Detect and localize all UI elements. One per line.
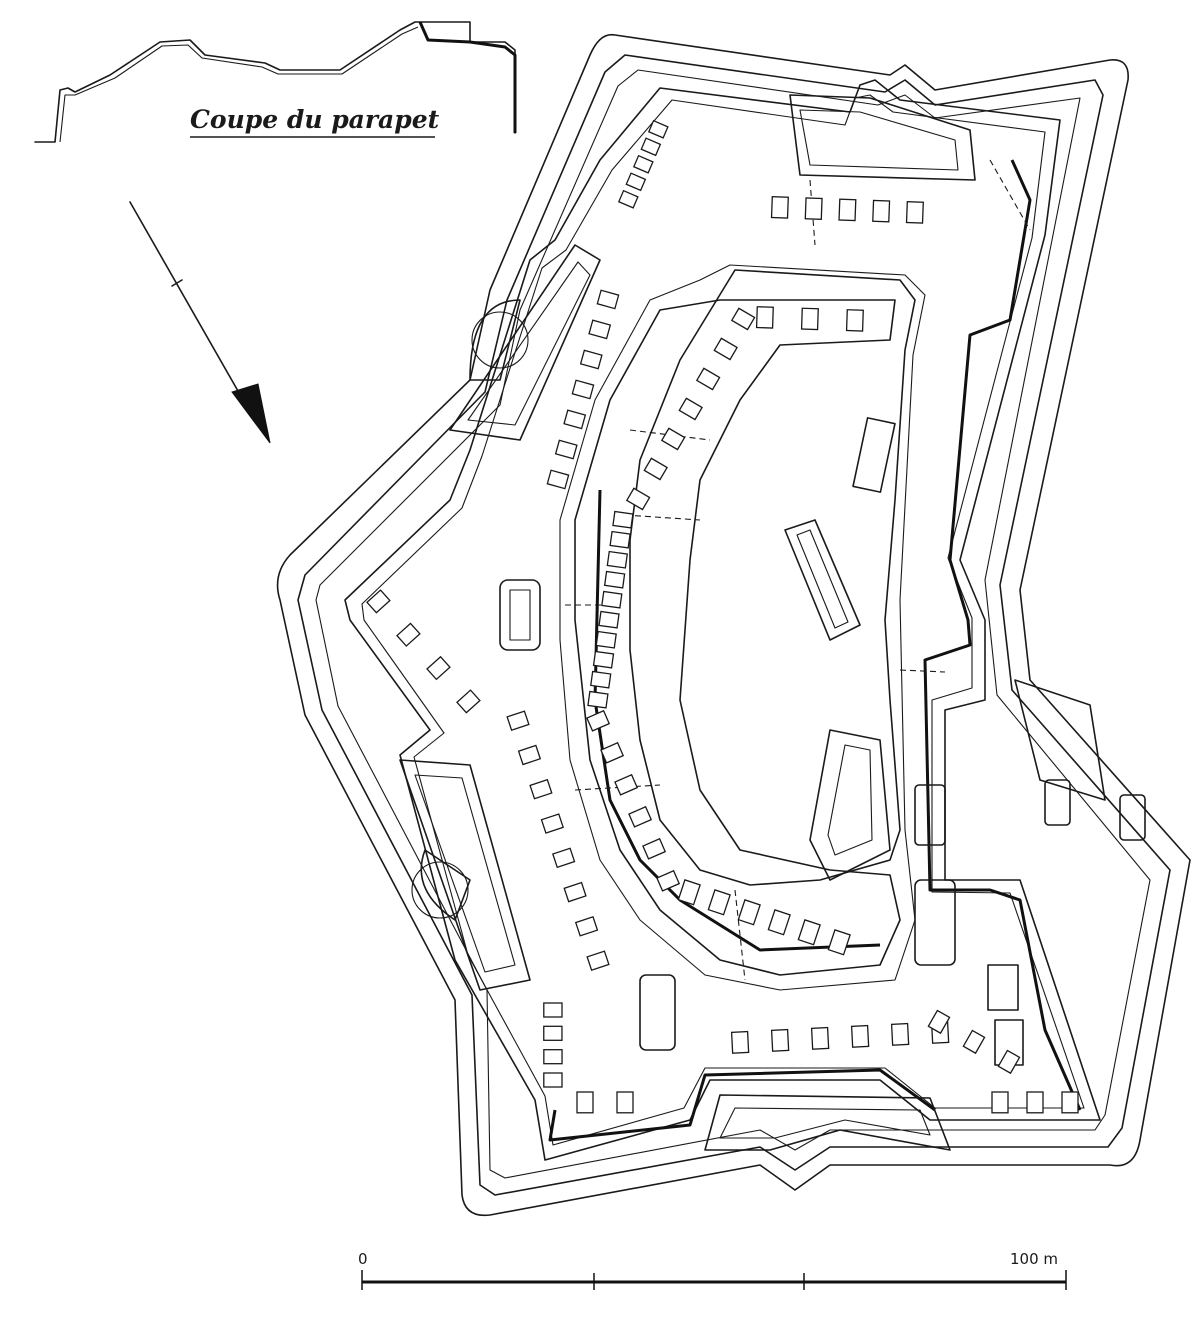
casemate [656, 869, 681, 892]
casemate [616, 1091, 634, 1114]
casemate [997, 1049, 1021, 1075]
casemate [614, 773, 639, 796]
casemate [1061, 1091, 1079, 1114]
casemate [552, 847, 576, 869]
casemate [695, 367, 721, 391]
casemate [640, 137, 662, 157]
casemate [600, 741, 625, 764]
casemate [529, 778, 553, 800]
casemate [603, 570, 626, 589]
casemates [366, 119, 1079, 1114]
casemate [707, 889, 731, 916]
casemate [845, 309, 864, 332]
north-arrow-icon [129, 201, 271, 444]
casemate [366, 589, 391, 614]
casemate [713, 337, 738, 361]
casemate [678, 397, 703, 421]
casemate [810, 1026, 830, 1050]
casemate [797, 919, 821, 946]
casemate [606, 550, 629, 569]
casemate [677, 879, 701, 906]
casemate [628, 805, 653, 828]
casemate [991, 1091, 1009, 1114]
casemate [601, 590, 623, 609]
casemate [576, 1091, 594, 1114]
inner-enceinte [559, 264, 926, 991]
casemate [543, 1002, 563, 1018]
casemate [800, 307, 819, 331]
casemate [563, 881, 587, 903]
casemate [456, 689, 481, 714]
casemate [927, 1009, 951, 1035]
casemate [730, 307, 756, 331]
casemate [586, 709, 611, 732]
casemate [588, 319, 612, 340]
casemate [838, 198, 857, 222]
casemate [563, 409, 587, 430]
casemate [546, 469, 570, 490]
casemate [642, 837, 667, 860]
casemate [1026, 1091, 1044, 1114]
casemate [543, 1072, 563, 1088]
parapet-section-profile [34, 21, 517, 143]
casemate [730, 1030, 750, 1054]
casemate [643, 457, 668, 481]
casemate [596, 289, 620, 310]
casemate [770, 1028, 790, 1052]
parapet-section-title: Coupe du parapet [190, 105, 440, 134]
casemate [625, 487, 651, 511]
casemate [612, 510, 634, 529]
casemate [579, 349, 603, 370]
scale-label-end: 100 m [1010, 1250, 1058, 1268]
casemate [647, 119, 669, 139]
passages [565, 159, 1031, 981]
casemate [598, 610, 620, 629]
casemate [517, 744, 542, 766]
casemate [625, 172, 647, 192]
casemate [595, 630, 617, 649]
casemate [590, 670, 612, 689]
casemate [587, 690, 609, 709]
casemate [574, 916, 599, 937]
scale-bar [361, 1270, 1067, 1290]
courtyard-buildings [499, 417, 1146, 1066]
casemate [632, 154, 654, 174]
casemate [770, 196, 789, 219]
casemate [755, 306, 774, 329]
casemate [396, 622, 421, 647]
casemate [872, 199, 891, 223]
casemate [592, 650, 615, 669]
casemate [426, 655, 451, 681]
casemate [586, 950, 610, 971]
lunettes [411, 299, 529, 921]
main-rampart [344, 79, 1101, 1161]
casemate [609, 530, 631, 549]
casemate [506, 710, 530, 731]
casemate [804, 197, 823, 221]
casemate [962, 1029, 986, 1055]
casemate [827, 929, 851, 956]
casemate [850, 1024, 870, 1048]
scale-label-start: 0 [358, 1250, 368, 1268]
casemate [767, 909, 791, 936]
casemate [617, 189, 639, 209]
casemate [737, 899, 761, 926]
bastions [399, 94, 1106, 1151]
casemate [890, 1022, 910, 1046]
casemate [660, 427, 686, 451]
casemate [905, 201, 924, 224]
casemate [554, 439, 578, 460]
casemate [543, 1025, 563, 1041]
casemate [540, 813, 565, 834]
casemate [543, 1049, 563, 1065]
casemate [571, 379, 595, 400]
